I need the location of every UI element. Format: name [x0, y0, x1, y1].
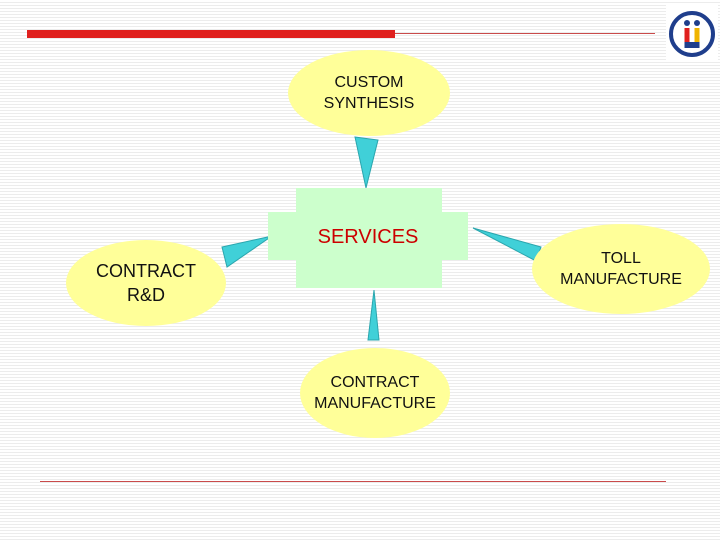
custom-synthesis-node: CUSTOM SYNTHESIS — [288, 50, 450, 136]
arrow-to-toll-manufacture — [472, 227, 542, 262]
header-rule — [395, 33, 655, 34]
arrow-to-contract-rd — [221, 235, 273, 268]
services-label: SERVICES — [317, 226, 419, 248]
arrow-to-contract-manufacture — [367, 289, 380, 341]
company-logo — [666, 4, 718, 62]
header-accent-bar — [27, 30, 395, 38]
footer-rule — [40, 481, 666, 482]
ii-logo-icon — [669, 11, 715, 57]
arrow-to-custom-synthesis — [354, 136, 379, 189]
services-hub-band — [268, 212, 468, 260]
toll-manufacture-node: TOLL MANUFACTURE — [532, 224, 710, 314]
contract-manufacture-node: CONTRACT MANUFACTURE — [300, 348, 450, 438]
contract-rd-node: CONTRACT R&D — [66, 240, 226, 326]
